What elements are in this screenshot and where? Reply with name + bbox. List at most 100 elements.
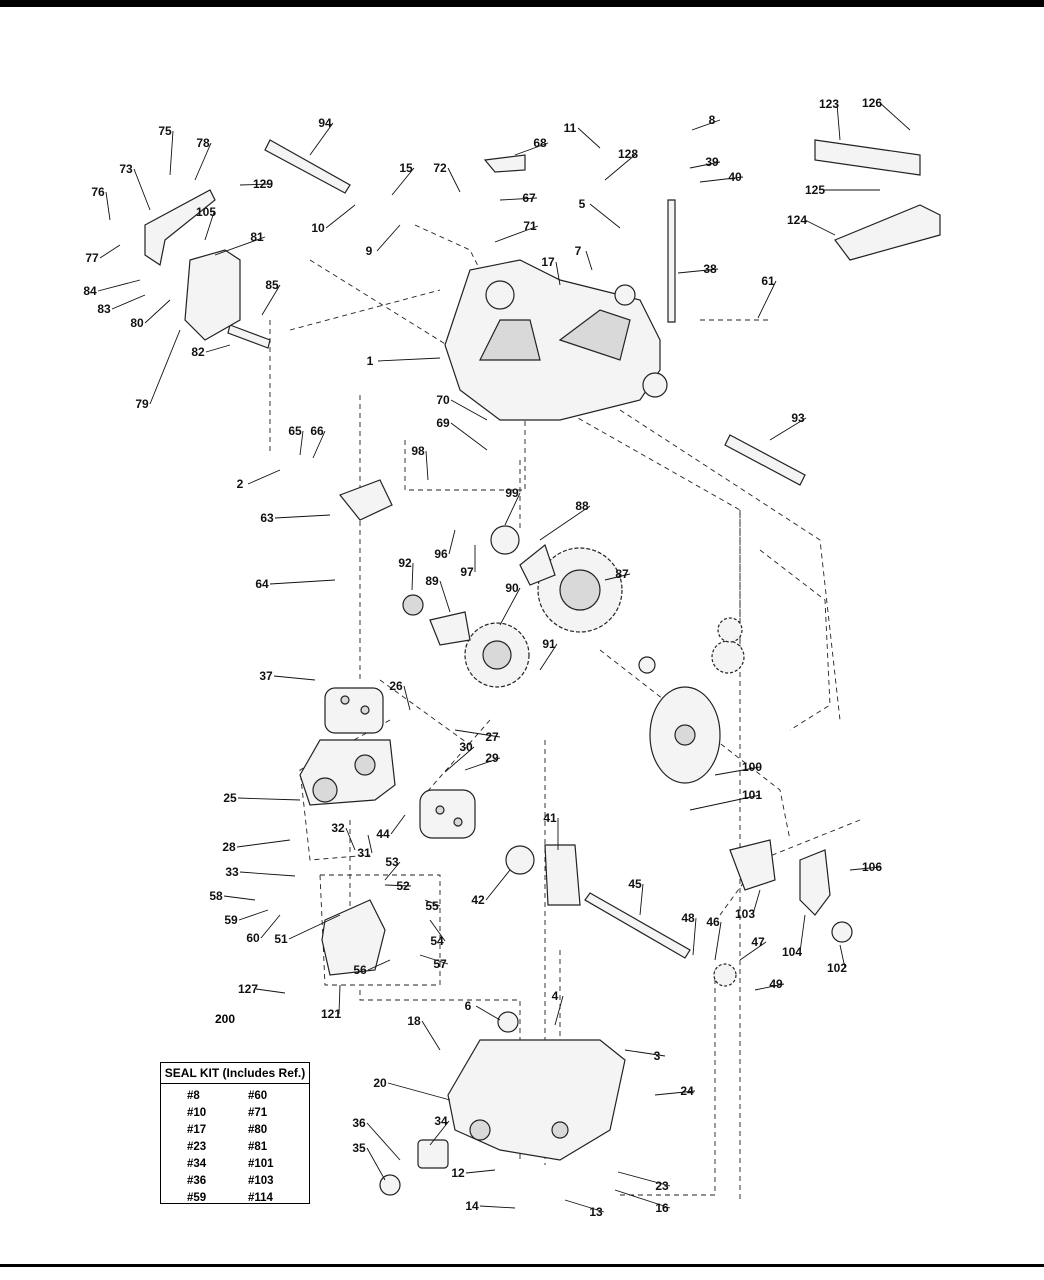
part-label-96: 96 — [434, 547, 448, 561]
part-label-20: 20 — [373, 1076, 387, 1090]
leader-line-12 — [465, 1169, 496, 1174]
part-label-64: 64 — [255, 577, 269, 591]
part-label-46: 46 — [706, 915, 720, 929]
part-label-47: 47 — [751, 935, 765, 949]
leader-line-38 — [677, 268, 719, 274]
leader-line-93 — [769, 417, 807, 441]
part-label-25: 25 — [223, 791, 237, 805]
part-label-51: 51 — [274, 932, 288, 946]
part-label-76: 76 — [91, 185, 105, 199]
part-label-44: 44 — [376, 827, 390, 841]
part-label-41: 41 — [543, 811, 557, 825]
leader-line-90 — [499, 587, 521, 626]
top-rule — [0, 0, 1044, 7]
part-label-26: 26 — [389, 679, 403, 693]
part-label-8: 8 — [709, 113, 716, 127]
part-label-125: 125 — [805, 183, 825, 197]
leader-line-82 — [205, 344, 231, 353]
leader-line-7 — [585, 250, 593, 271]
part-label-55: 55 — [425, 899, 439, 913]
leader-line-84 — [97, 279, 141, 292]
center-section — [299, 739, 396, 806]
seal-kit-item: #10 — [187, 1107, 207, 1119]
part-label-124: 124 — [787, 213, 807, 227]
seal-kit-item: #81 — [248, 1141, 268, 1153]
leader-line-73 — [133, 168, 151, 211]
part-label-18: 18 — [407, 1014, 421, 1028]
part-label-24: 24 — [680, 1084, 694, 1098]
seal-kit-ref-number: 200 — [215, 1012, 236, 1026]
leader-line-71 — [494, 225, 539, 243]
leader-line-13 — [564, 1199, 605, 1213]
leader-line-91 — [539, 643, 558, 671]
part-label-33: 33 — [225, 865, 239, 879]
leader-line-24 — [654, 1090, 696, 1096]
part-label-83: 83 — [97, 302, 111, 316]
leader-line-81 — [214, 236, 266, 256]
seal-kit-item: #80 — [248, 1124, 268, 1136]
leader-line-104 — [799, 914, 806, 953]
leader-line-26 — [403, 685, 411, 711]
part-label-32: 32 — [331, 821, 345, 835]
leader-line-20 — [387, 1082, 451, 1101]
part-label-57: 57 — [433, 957, 447, 971]
leader-line-79 — [149, 329, 181, 405]
leader-line-99 — [504, 492, 521, 526]
part-label-27: 27 — [485, 730, 499, 744]
leader-line-59 — [238, 909, 269, 921]
part-label-63: 63 — [260, 511, 274, 525]
leader-line-42 — [485, 869, 511, 901]
seal-kit-item: #34 — [187, 1158, 207, 1170]
part-label-1: 1 — [367, 354, 374, 368]
leader-line-36 — [366, 1122, 401, 1161]
part-label-70: 70 — [436, 393, 450, 407]
leader-line-66 — [312, 430, 326, 459]
part-label-79: 79 — [135, 397, 149, 411]
part-label-127: 127 — [238, 982, 258, 996]
part-label-65: 65 — [288, 424, 302, 438]
part-label-36: 36 — [352, 1116, 366, 1130]
leader-line-53 — [384, 861, 401, 881]
part-label-128: 128 — [618, 147, 638, 161]
part-label-6: 6 — [465, 999, 472, 1013]
seal-kit-title: SEAL KIT (Includes Ref.) — [161, 1063, 309, 1084]
part-label-28: 28 — [222, 840, 236, 854]
leader-line-32 — [345, 827, 356, 851]
leader-line-65 — [299, 430, 304, 456]
part-label-40: 40 — [728, 170, 742, 184]
part-label-10: 10 — [311, 221, 325, 235]
seal-kit-item: #103 — [248, 1175, 274, 1187]
leader-line-48 — [692, 917, 697, 956]
part-label-87: 87 — [615, 567, 629, 581]
part-label-88: 88 — [575, 499, 589, 513]
leader-line-16 — [614, 1189, 671, 1209]
leader-line-11 — [577, 127, 601, 149]
leader-line-89 — [439, 580, 451, 613]
leader-line-34 — [429, 1120, 450, 1146]
leader-line-126 — [879, 102, 911, 131]
leader-line-60 — [260, 914, 281, 939]
part-label-3: 3 — [654, 1049, 661, 1063]
part-label-58: 58 — [209, 889, 223, 903]
part-label-123: 123 — [819, 97, 839, 111]
part-label-84: 84 — [83, 284, 97, 298]
part-label-39: 39 — [705, 155, 719, 169]
leader-line-100 — [714, 766, 761, 776]
leader-line-14 — [479, 1205, 516, 1209]
leader-line-2 — [247, 469, 281, 485]
leader-line-72 — [447, 167, 461, 193]
seal-kit-item: #23 — [187, 1141, 207, 1153]
part-label-75: 75 — [158, 124, 172, 138]
leader-line-51 — [288, 914, 341, 940]
leader-line-70 — [450, 399, 488, 421]
leader-line-67 — [499, 197, 538, 201]
leader-line-92 — [411, 562, 414, 591]
part-label-104: 104 — [782, 945, 802, 959]
part-label-67: 67 — [522, 191, 536, 205]
part-label-77: 77 — [85, 251, 99, 265]
part-label-38: 38 — [703, 262, 717, 276]
part-label-72: 72 — [433, 161, 447, 175]
leader-line-94 — [309, 122, 334, 156]
leader-line-68 — [514, 142, 549, 156]
leader-line-78 — [194, 142, 212, 181]
